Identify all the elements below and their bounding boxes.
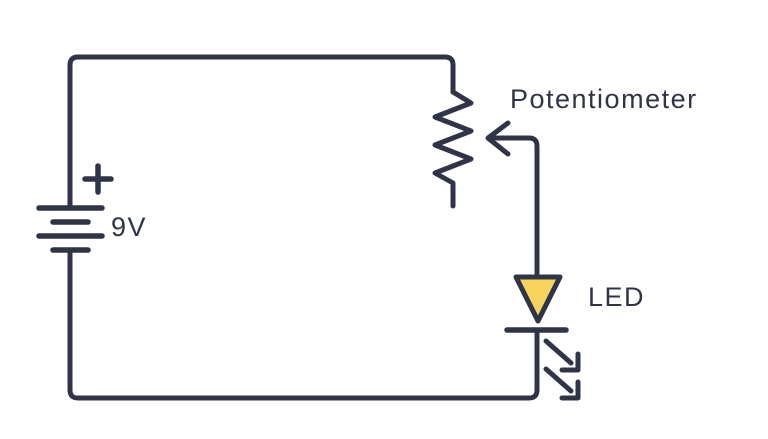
emission-arrow-1-head [559, 351, 581, 373]
led-symbol [504, 274, 581, 401]
emission-arrow-2-shaft [543, 366, 574, 394]
plus-sign-icon [82, 163, 114, 195]
led-triangle-icon [513, 274, 563, 324]
wire-led-to-battery [67, 247, 540, 401]
led-emission-arrows-icon [543, 338, 581, 401]
potentiometer-wiper-arrowhead-icon [485, 120, 511, 157]
led-label: LED [588, 282, 645, 312]
wire-battery-to-potentiometer [67, 54, 456, 209]
battery-voltage-label: 9V [111, 212, 147, 242]
emission-arrow-2-head [559, 379, 581, 401]
potentiometer-resistor-zigzag [432, 89, 474, 209]
wire-wiper-to-led [488, 135, 540, 278]
battery-symbol [36, 163, 114, 253]
potentiometer-label: Potentiometer [510, 84, 698, 114]
emission-arrow-1-shaft [543, 338, 574, 366]
